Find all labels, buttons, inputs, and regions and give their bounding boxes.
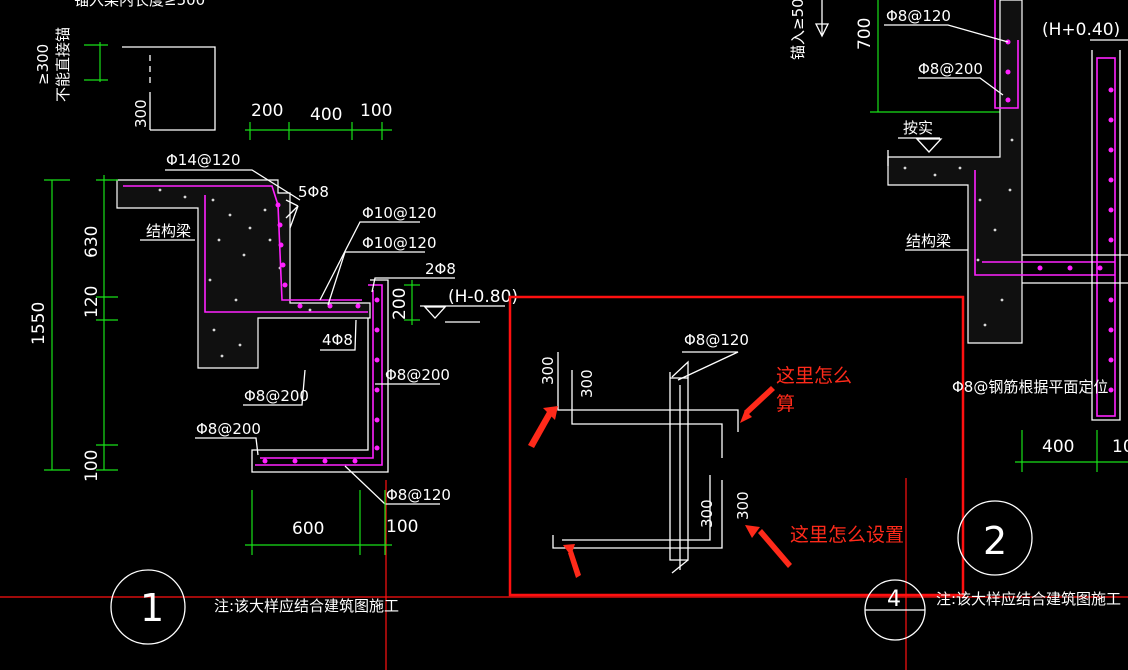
level-marker-h080 <box>420 305 505 323</box>
note-right: 注:该大样应结合建筑图施工 <box>936 590 1121 608</box>
rebar-phi10-120-b: Φ10@120 <box>362 234 437 252</box>
highlight-box <box>508 295 965 597</box>
level-h080: (H-0.80) <box>448 287 518 307</box>
dim-630: 630 <box>82 226 102 258</box>
dim-120: 120 <box>82 286 102 318</box>
left-leader-lines <box>140 169 455 505</box>
rebar-5phi8: 5Φ8 <box>298 183 329 201</box>
dim-100-top: 100 <box>360 101 392 121</box>
center-leader <box>677 351 739 381</box>
detail-marker-1 <box>110 569 186 645</box>
center-300-b: 300 <box>578 369 596 398</box>
rebar-phi8-200-right: Φ8@200 <box>918 60 983 78</box>
rebar-phi8-200-a: Φ8@200 <box>244 387 309 405</box>
rebar-phi8-120-left: Φ8@120 <box>386 486 451 504</box>
left-section-rebar <box>123 185 383 466</box>
red-arrows <box>528 386 792 578</box>
bottom-dimension-chain <box>245 490 392 555</box>
detail-marker-4 <box>864 579 926 641</box>
rebar-4phi8: 4Φ8 <box>322 331 353 349</box>
right-top-dims <box>814 0 1000 113</box>
center-300-d: 300 <box>734 491 752 520</box>
question-1-line2: 算 <box>776 393 795 415</box>
right-anchor: 锚入≥500 <box>789 0 807 60</box>
circle-2-label: 2 <box>983 519 1007 563</box>
anshi-marker <box>887 137 943 166</box>
dim-200: 200 <box>251 101 283 121</box>
left-section-concrete <box>116 179 371 369</box>
top-partial-text: 锚入梁内长度≥500 <box>74 0 205 9</box>
dim-300-top: 300 <box>132 99 150 128</box>
right-outer-lines <box>1022 39 1128 421</box>
right-section-rebar <box>974 0 1116 417</box>
dim-1550: 1550 <box>29 302 49 345</box>
rebar-phi8-120-right: Φ8@120 <box>886 7 951 25</box>
dim-100-left: 100 <box>82 450 102 482</box>
dim-10-right: 10 <box>1112 437 1128 457</box>
right-bottom-dims <box>1015 430 1128 472</box>
red-grid-lines <box>0 478 1128 670</box>
label-anshi: 按实 <box>903 119 933 137</box>
circle-1-label: 1 <box>140 586 164 630</box>
dim-100-bottom: 100 <box>386 517 418 537</box>
rebar-phi8-200-b: Φ8@200 <box>385 366 450 384</box>
circle-4-label: 4 <box>887 587 901 612</box>
right-section-concrete <box>887 0 1023 344</box>
center-rebar-label: Φ8@120 <box>684 331 749 349</box>
left-vertical-dims <box>44 175 118 471</box>
center-300-a: 300 <box>539 356 557 385</box>
left-vertical-note-direct: 不能直接锚 <box>54 27 72 102</box>
dim-600: 600 <box>292 519 324 539</box>
top-dimension-chain <box>245 122 392 140</box>
level-h040: (H+0.40) <box>1042 20 1120 40</box>
rebar-2phi8: 2Φ8 <box>425 260 456 278</box>
rebar-phi8-200-c: Φ8@200 <box>196 420 261 438</box>
left-top-detail <box>84 42 216 131</box>
dim-200-mid: 200 <box>390 288 410 320</box>
rebar-phi10-120-a: Φ10@120 <box>362 204 437 222</box>
question-2: 这里怎么设置 <box>790 524 904 546</box>
beam-label-left: 结构梁 <box>146 222 191 240</box>
right-note-overlap: Φ8@钢筋根据平面定位 <box>952 378 1108 396</box>
rebar-phi14-120: Φ14@120 <box>166 151 241 169</box>
dim-400-right: 400 <box>1042 437 1074 457</box>
beam-label-right: 结构梁 <box>906 232 951 250</box>
note-left: 注:该大样应结合建筑图施工 <box>214 597 399 615</box>
left-bottom-ledge <box>251 279 389 473</box>
question-1-line1: 这里怎么 <box>776 365 852 387</box>
detail-marker-2 <box>957 500 1033 576</box>
dim-400: 400 <box>310 105 342 125</box>
right-leaders <box>884 24 1009 251</box>
mid-vertical-dim <box>404 280 420 325</box>
center-300-c: 300 <box>698 499 716 528</box>
left-vertical-note-300: ≥300 <box>34 44 52 85</box>
dim-700: 700 <box>855 18 875 50</box>
